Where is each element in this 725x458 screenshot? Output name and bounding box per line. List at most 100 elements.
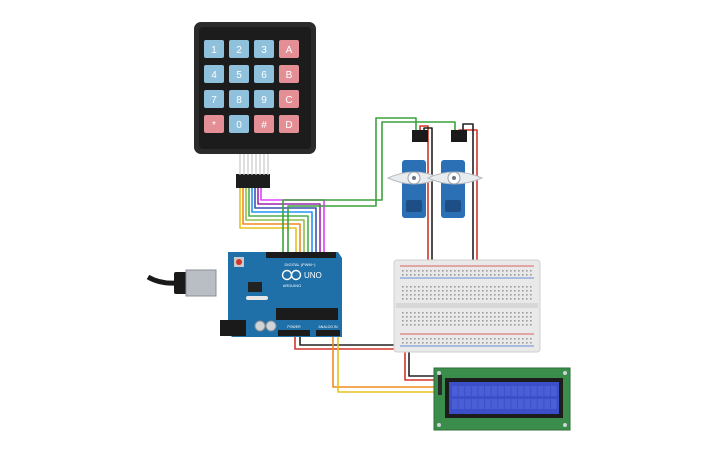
wire-servo1-vcc[interactable] [419,125,429,268]
keypad-key-9[interactable]: 9 [254,90,274,108]
brand-label: ARDUINO [283,283,301,288]
keypad-key-label: 3 [261,45,267,56]
lcd-cell [498,386,504,396]
breadboard-holes [402,270,532,344]
servo-1[interactable] [386,130,442,218]
lcd-cell [478,399,484,409]
wire-servo2-gnd[interactable] [462,123,474,272]
digital-label: DIGITAL (PWM~) [285,262,317,267]
keypad-key-label: D [285,120,292,131]
keypad-connector [236,174,270,188]
lcd-cell [531,386,537,396]
lcd-cell [471,386,478,396]
wire-arduino-gnd[interactable] [299,337,402,346]
keypad-key-B[interactable]: B [279,65,299,83]
keypad-key-0[interactable]: 0 [229,115,249,133]
lcd-cell [537,386,544,396]
capacitor-1 [254,320,266,332]
keypad-key-star[interactable]: * [204,115,224,133]
wire-keypad-5[interactable] [251,188,313,252]
servo-1-connector [412,130,428,142]
lcd-cell [498,399,504,409]
wire-servo2-signal[interactable] [282,121,456,252]
lcd-cell [524,399,531,409]
keypad-key-5[interactable]: 5 [229,65,249,83]
keypad-key-6[interactable]: 6 [254,65,274,83]
wire-lcd-gnd[interactable] [408,349,437,377]
keypad-key-label: 5 [236,70,242,81]
lcd-cell [511,399,517,409]
keypad-key-7[interactable]: 7 [204,90,224,108]
keypad-key-label: * [212,120,216,131]
wire-keypad-1[interactable] [239,188,297,252]
keypad-key-D[interactable]: D [279,115,299,133]
atmega-chip [276,308,338,320]
usb-cable [146,274,177,286]
power-label: POWER [287,325,301,329]
keypad-key-label: 4 [211,70,217,81]
lcd-cell [551,386,557,396]
keypad-key-label: 2 [236,45,242,56]
digital-header [266,252,336,258]
lcd-cell [491,399,498,409]
keypad-key-1[interactable]: 1 [204,40,224,58]
analog-label: ANALOG IN [318,325,338,329]
lcd-cell [471,399,478,409]
wire-keypad-6[interactable] [254,188,317,252]
lcd-cell [504,386,511,396]
analog-header [316,330,340,336]
lcd-pin-header [438,375,442,395]
wire-arduino-5v[interactable] [294,337,402,350]
keypad-key-8[interactable]: 8 [229,90,249,108]
keypad-key-4[interactable]: 4 [204,65,224,83]
lcd-cell [518,386,524,396]
arduino-uno[interactable]: DIGITAL (PWM~) UNO ARDUINO POWER ANALOG … [146,252,342,337]
lcd-cell [551,399,557,409]
breadboard-center-gap [396,303,538,308]
capacitor-2 [265,320,277,332]
lcd-char-cells [452,386,557,409]
lcd-cell [511,386,517,396]
lcd-cell [452,399,458,409]
lcd-cell [531,399,537,409]
arduino-logo [281,269,302,281]
lcd-cell [524,386,531,396]
crystal [246,296,268,300]
keypad-key-label: 1 [211,45,217,56]
keypad-key-label: 6 [261,70,267,81]
lcd-cell [544,399,550,409]
wire-lcd-vcc[interactable] [404,345,437,381]
lcd-cell [465,386,471,396]
lcd-display[interactable] [433,367,571,431]
keypad-key-label: 9 [261,95,267,106]
lcd-cell [452,386,458,396]
wire-keypad-2[interactable] [242,188,301,252]
keypad-key-2[interactable]: 2 [229,40,249,58]
keypad-key-label: 0 [236,120,242,131]
keypad-key-hash[interactable]: # [254,115,274,133]
keypad-key-C[interactable]: C [279,90,299,108]
power-jack [220,320,246,336]
keypad-key-label: 8 [236,95,242,106]
lcd-cell [465,399,471,409]
model-label: UNO [304,271,322,280]
wire-keypad-3[interactable] [245,188,305,252]
keypad-key-A[interactable]: A [279,40,299,58]
lcd-cell [491,386,498,396]
wire-servo1-signal[interactable] [287,117,417,252]
wire-lcd-scl[interactable] [337,337,437,393]
keypad-key-3[interactable]: 3 [254,40,274,58]
keypad-ribbon [239,154,269,175]
wire-keypad-7[interactable] [257,188,321,252]
servo-2[interactable] [426,130,484,218]
breadboard[interactable] [393,259,541,353]
keypad-key-label: C [285,95,292,106]
keypad-key-label: # [261,120,267,131]
wire-lcd-sda[interactable] [332,337,437,388]
keypad-key-label: 7 [211,95,217,106]
wire-keypad-4[interactable] [248,188,309,252]
keypad[interactable]: 1 2 3 A 4 5 6 B 7 8 9 C * 0 # D [194,22,316,188]
keypad-key-label: A [286,45,293,56]
